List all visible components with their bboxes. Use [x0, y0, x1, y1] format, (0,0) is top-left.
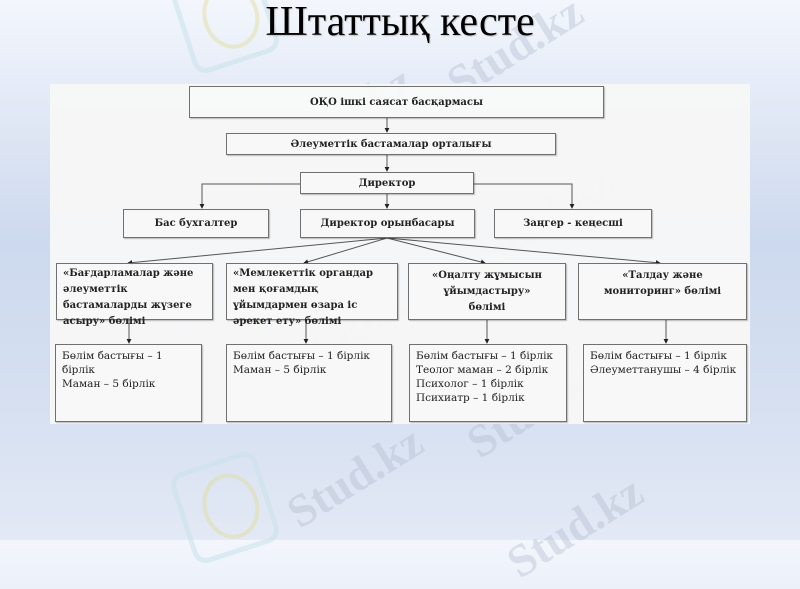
staff-line: Бөлім бастығы – 1 бірлік: [233, 350, 370, 362]
node-social-initiatives-center: Әлеуметтік бастамалар орталығы: [226, 133, 556, 155]
node-chief-accountant: Бас бухгалтер: [123, 209, 269, 238]
node-department-gov-relations: «Мемлекеттік органдар мен қоғамдық ұйымд…: [226, 263, 398, 327]
staff-box-rehabilitation: Бөлім бастығы – 1 бірлік Теолог маман – …: [409, 344, 567, 422]
department-label: «Мемлекеттік органдар мен қоғамдық ұйымд…: [233, 268, 373, 327]
staff-line: Маман – 5 бірлік: [233, 364, 327, 376]
node-label: Заңгер - кеңесші: [523, 218, 623, 229]
node-label: Директор: [358, 177, 416, 189]
node-department-analysis: «Талдау және мониторинг» бөлімі: [578, 263, 747, 320]
staff-box-gov-relations: Бөлім бастығы – 1 бірлік Маман – 5 бірлі…: [226, 344, 392, 422]
node-label: Бас бухгалтер: [154, 218, 238, 229]
staff-line: Бөлім бастығы – 1 бірлік: [590, 350, 727, 362]
staff-line: Теолог маман – 2 бірлік: [416, 364, 549, 376]
staff-box-programs: Бөлім бастығы – 1 бірлік Маман – 5 бірлі…: [55, 344, 202, 422]
node-deputy-director: Директор орынбасары: [300, 209, 475, 238]
staff-line: Психолог – 1 бірлік: [416, 378, 524, 390]
node-label: ОҚО ішкі саясат басқармасы: [309, 96, 484, 108]
watermark-text: Stud.kz: [277, 415, 432, 538]
staff-line: Бөлім бастығы – 1 бірлік: [416, 350, 553, 362]
staff-line: Бөлім бастығы – 1 бірлік: [62, 350, 163, 376]
staff-line: Әлеуметтанушы – 4 бірлік: [590, 364, 737, 376]
watermark-text: Stud.kz: [497, 465, 652, 588]
node-director: Директор: [300, 172, 474, 194]
department-label: «Оңалту жұмысын ұйымдастыру» бөлімі: [431, 270, 542, 313]
node-department-programs: «Бағдарламалар және әлеуметтік бастамала…: [56, 263, 213, 327]
node-ministry: ОҚО ішкі саясат басқармасы: [189, 86, 604, 118]
slide-title: Штаттық кесте: [265, 0, 535, 45]
department-label: «Талдау және мониторинг» бөлімі: [603, 270, 722, 297]
staff-box-analysis: Бөлім бастығы – 1 бірлік Әлеуметтанушы –…: [583, 344, 747, 422]
node-label: Әлеуметтік бастамалар орталығы: [290, 138, 492, 150]
node-label: Директор орынбасары: [320, 218, 455, 229]
node-department-rehabilitation: «Оңалту жұмысын ұйымдастыру» бөлімі: [408, 263, 566, 320]
department-label: «Бағдарламалар және әлеуметтік бастамала…: [63, 268, 194, 327]
watermark-logo-icon: [167, 448, 283, 567]
staff-line: Маман – 5 бірлік: [62, 378, 156, 390]
node-legal-advisor: Заңгер - кеңесші: [494, 209, 652, 238]
staff-line: Психиатр – 1 бірлік: [416, 392, 525, 404]
